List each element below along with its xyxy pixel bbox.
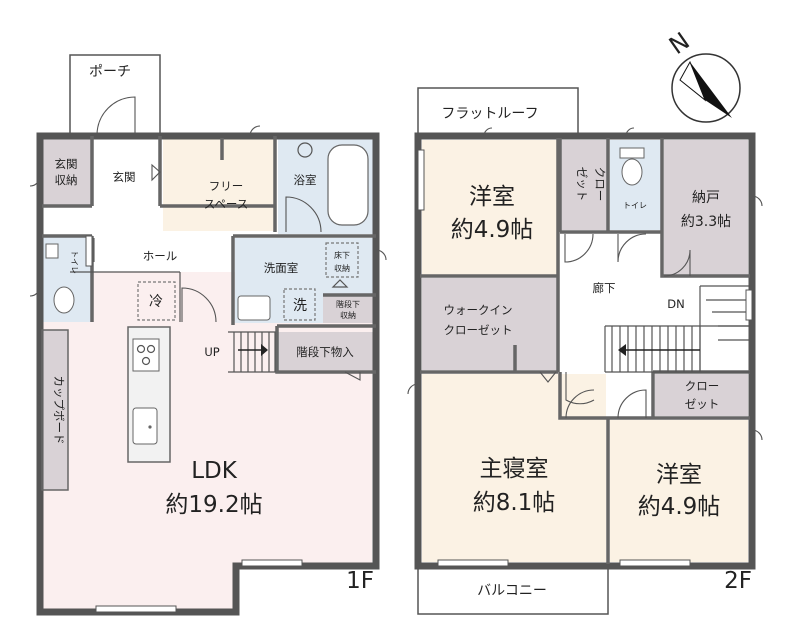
western-a-label: 洋室 <box>469 184 515 210</box>
ldk-bottom-notch <box>236 565 376 615</box>
corridor-label: 廊下 <box>593 281 616 295</box>
floor-storage-box <box>325 242 359 278</box>
free-space-label-1: フリー <box>209 179 244 193</box>
entrance-storage-label-2: 収納 <box>55 173 78 187</box>
master-label: 主寝室 <box>480 456 549 482</box>
master-size-label: 約8.1帖 <box>473 490 556 516</box>
western-b-area <box>610 420 748 562</box>
fridge-label: 冷 <box>149 294 163 310</box>
floor-1f-label: 1F <box>346 568 374 594</box>
stair-storage-label: 階段下物入 <box>296 345 354 359</box>
ldk-label: LDK <box>191 458 238 484</box>
master-area <box>422 374 606 562</box>
closet-h-label-1: クロー <box>685 379 720 393</box>
stair-storage-small-label-2: 収納 <box>340 310 356 320</box>
cupboard-area <box>42 330 68 490</box>
floor-2f: フラットルーフ 洋室 約4.9帖 クロー ゼット トイレ 納戸 約3.3帖 ウォ… <box>407 87 763 615</box>
western-a-area <box>422 140 558 275</box>
cupboard <box>41 329 69 491</box>
stove-icon <box>132 338 160 372</box>
storeroom-area <box>664 140 748 275</box>
closet-v-label-2: ゼット <box>575 167 589 202</box>
closet-v-label-1: クロー <box>593 167 607 202</box>
washer-label: 洗 <box>293 298 307 314</box>
hall-label: ホール <box>143 249 178 263</box>
free-space-area <box>163 138 275 231</box>
bath-label: 浴室 <box>294 173 317 187</box>
western-b-size-label: 約4.9帖 <box>638 494 721 520</box>
stair-storage-area <box>277 332 375 370</box>
dn-label: DN <box>667 297 684 311</box>
floor-storage-label-1: 床下 <box>334 250 350 260</box>
washer-box <box>283 288 316 321</box>
storeroom-label: 納戸 <box>692 190 720 206</box>
toilet-2f-icon <box>621 158 643 186</box>
flat-roof-label: フラットルーフ <box>441 106 538 122</box>
balcony-label: バルコニー <box>477 583 547 599</box>
bathtub-icon <box>327 144 369 226</box>
floor-1f: ポーチ 玄関 収納 玄関 フリー スペース 浴室 トイレ ホール 洗面室 床下 … <box>29 54 387 616</box>
western-b-label: 洋室 <box>656 462 702 488</box>
entrance-storage-label-1: 玄関 <box>55 157 78 171</box>
entrance-storage-area <box>42 138 92 206</box>
entrance-label: 玄関 <box>113 170 136 184</box>
walkin-label-2: クローゼット <box>444 323 513 337</box>
toilet-1f-icon <box>53 286 75 314</box>
ldk-size-label: 約19.2帖 <box>165 492 262 518</box>
toilet-tank-icon <box>45 243 59 259</box>
compass-label: N <box>664 27 695 60</box>
toilet-1f-label: トイレ <box>70 250 79 274</box>
toilet-2f-label: トイレ <box>623 201 647 210</box>
closet-v-area <box>561 140 607 230</box>
sink-icon <box>132 407 158 445</box>
free-space-label-2: スペース <box>204 197 249 211</box>
porch-label: ポーチ <box>89 64 131 80</box>
stair-storage-small-label-1: 階段下 <box>336 299 360 309</box>
closet-h-label-2: ゼット <box>685 397 720 411</box>
walkin-area <box>422 278 558 370</box>
walkin-label-1: ウォークイン <box>444 303 513 317</box>
washroom-sink-icon <box>237 295 271 321</box>
storeroom-size-label: 約3.3帖 <box>681 214 731 230</box>
ldk-area <box>42 272 372 610</box>
north-arrow-icon: N <box>664 27 741 123</box>
stair-storage-small-area <box>323 295 373 323</box>
closet-h-area <box>655 374 748 416</box>
up-label: UP <box>204 345 219 359</box>
western-a-size-label: 約4.9帖 <box>451 217 534 243</box>
cupboard-label: カップボード <box>52 376 66 445</box>
washroom-label: 洗面室 <box>264 261 299 275</box>
fridge-box <box>137 281 176 321</box>
floor-storage-label-2: 収納 <box>334 263 350 273</box>
floor-2f-label: 2F <box>724 568 752 594</box>
stairs-2f <box>604 285 750 373</box>
stairs-1f <box>228 331 276 373</box>
